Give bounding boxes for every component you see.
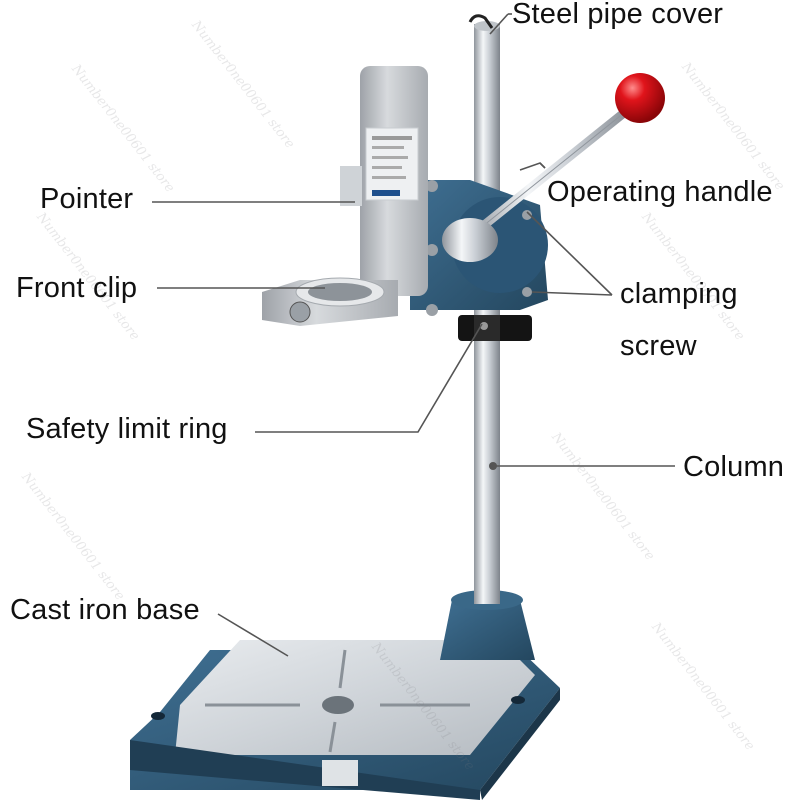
leader-lines: [152, 13, 675, 657]
label-column: Column: [683, 451, 785, 483]
label-operating-handle: Operating handle: [547, 176, 773, 208]
leader-steel-pipe-cover: [489, 13, 509, 35]
label-cast-iron-base: Cast iron base: [10, 594, 200, 626]
label-safety-limit-ring: Safety limit ring: [26, 413, 228, 445]
safety-limit-ring: [458, 315, 532, 341]
column-foot: [440, 590, 535, 660]
leader-clamping-screw-lower: [531, 291, 613, 296]
leader-safety-limit-ring: [255, 323, 483, 433]
label-clamping-screw-line1: clamping: [620, 278, 738, 310]
label-front-clip: Front clip: [16, 272, 138, 304]
leader-cast-iron-base: [217, 613, 289, 657]
front-clip: [262, 277, 398, 326]
steel-pipe-cover: [468, 14, 500, 31]
leader-clamping-screw-upper: [526, 211, 613, 296]
aluminum-holder: [340, 66, 428, 296]
label-clamping-screw-line2: screw: [620, 330, 697, 362]
operating-handle: [442, 73, 665, 262]
label-steel-pipe-cover: Steel pipe cover: [512, 0, 724, 30]
column: [474, 24, 500, 604]
label-pointer: Pointer: [40, 183, 134, 215]
cast-iron-base: [130, 640, 560, 800]
